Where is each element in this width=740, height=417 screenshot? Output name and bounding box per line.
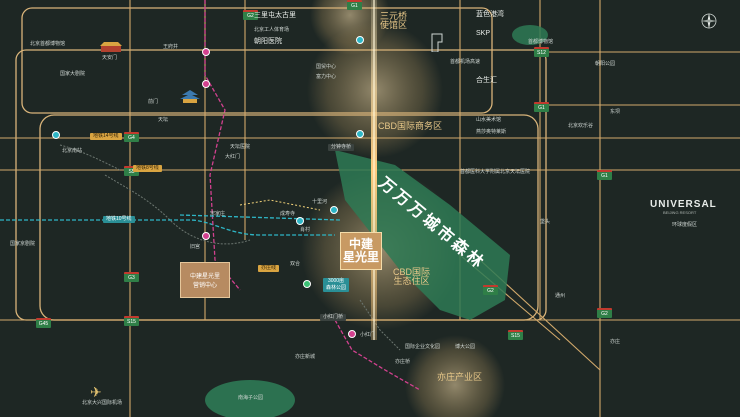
forest-park xyxy=(335,150,510,320)
station-label: 旧宫 xyxy=(190,244,201,250)
project-name: 中建 星光里 xyxy=(342,236,379,264)
place-label: 国家京剧院 xyxy=(10,241,36,247)
metro-station-pin xyxy=(356,36,364,44)
place-label: 蓝色港湾 xyxy=(476,11,504,18)
metro-line-8: 地铁8号线 xyxy=(133,165,162,172)
station-label: 亦庄桥 xyxy=(395,359,411,365)
cctv-tower-icon xyxy=(430,30,446,53)
place-label: 首都博物馆 xyxy=(528,39,554,45)
place-label: 北京首都博物馆 xyxy=(30,41,66,47)
highway-badge: S12 xyxy=(534,47,549,57)
metro-line-17: 亦庄线 xyxy=(258,265,280,272)
station-label: 十里河 xyxy=(312,199,328,205)
sales-center-marker[interactable]: 中建星光里 营销中心 xyxy=(180,262,230,298)
metro-line-14: 地铁14号线 xyxy=(90,133,122,140)
place-label: 双合 xyxy=(290,261,301,267)
yizhuang-glow xyxy=(405,335,505,417)
place-label: 天坛医院 xyxy=(230,144,251,150)
metro-station-pin xyxy=(330,206,338,214)
metro-station-pin xyxy=(296,217,304,225)
metro-station-pin xyxy=(202,80,210,88)
station-label: 小红门 xyxy=(360,332,376,338)
place-label: 朝阳公园 xyxy=(595,61,616,67)
place-label: 北京欢乐谷 xyxy=(568,123,594,129)
place-label: 合生汇 xyxy=(476,77,497,84)
place-label: 王府井 xyxy=(163,44,179,50)
place-label: 亦庄新城 xyxy=(295,354,316,360)
highway-badge: S5 xyxy=(124,166,139,176)
highway-badge: S15 xyxy=(124,316,139,326)
place-label: 三里屯太古里 xyxy=(254,12,296,19)
universal-sub: BEIJING RESORT xyxy=(663,210,697,215)
place-label: 东坝 xyxy=(610,109,621,115)
place-label: SKP xyxy=(476,30,491,37)
place-label: 南海子公园 xyxy=(238,395,264,401)
fenzhong-bridge: 分钟寺桥 xyxy=(328,144,355,151)
place-label: 北京大兴国际机场 xyxy=(82,400,123,406)
station-label: 宋家庄 xyxy=(210,211,226,217)
place-label: 国贸中心 xyxy=(316,64,337,70)
airplane-icon: ✈ xyxy=(90,384,102,400)
metro-station-pin xyxy=(202,48,210,56)
place-label: 天坛 xyxy=(158,117,169,123)
place-label: 天安门 xyxy=(102,55,118,61)
place-label: 前门 xyxy=(148,99,159,105)
place-label: 通州 xyxy=(555,293,566,299)
metro-station-pin xyxy=(356,130,364,138)
highway-badge: G4 xyxy=(124,132,139,142)
yizhuang-label: 亦庄产业区 xyxy=(437,372,483,382)
universal-park: 环球度假区 xyxy=(672,222,698,228)
metro-station-pin xyxy=(348,330,356,338)
park-tag: 3000亩 森林公园 xyxy=(323,278,350,292)
highway-badge: G2 xyxy=(483,285,498,295)
place-label: 北京南站 xyxy=(62,148,83,154)
temple-of-heaven-icon xyxy=(180,90,200,104)
place-label: 亦庄 xyxy=(610,339,621,345)
cbd-eco-label: CBD国际 生态住区 xyxy=(393,267,431,287)
highway-badge: G2 xyxy=(243,10,258,20)
compass-rose-icon xyxy=(700,12,718,30)
place-label: 山水美术馆 xyxy=(476,117,502,123)
highway-badge: G1 xyxy=(347,0,362,10)
place-label: 大红门 xyxy=(225,154,241,160)
metro-station-pin xyxy=(52,131,60,139)
sanyuanqiao-label: 三元桥 使馆区 xyxy=(380,11,408,31)
place-label: 燕莎奥特莱斯 xyxy=(476,129,507,135)
metro-station-pin xyxy=(303,280,311,288)
highway-badge: G1 xyxy=(597,170,612,180)
station-label: 肖村 xyxy=(300,227,311,233)
place-label: 朝阳医院 xyxy=(254,38,282,45)
place-label: 国际企业文化园 xyxy=(405,344,441,350)
place-label: 首都机场高速 xyxy=(450,59,481,65)
highway-badge: G45 xyxy=(36,318,51,328)
place-label: 垡头 xyxy=(540,219,551,225)
second-ring-road xyxy=(21,7,493,114)
universal-logo: UNIVERSAL xyxy=(650,199,717,210)
highway-badge: G1 xyxy=(534,102,549,112)
metro-station-pin xyxy=(202,232,210,240)
place-label: 国家大剧院 xyxy=(60,71,86,77)
metro-line-10: 地铁10号线 xyxy=(103,216,135,223)
highway-badge: S15 xyxy=(508,330,523,340)
tiananmen-icon xyxy=(98,40,124,52)
cbd-business-label: CBD国际商务区 xyxy=(378,121,443,131)
place-label: 博大公园 xyxy=(455,344,476,350)
nanhaizi-park xyxy=(205,380,295,417)
place-label: 首都医科大学附属北京天坛医院 xyxy=(460,169,531,175)
place-label: 北京工人体育场 xyxy=(254,27,290,33)
sales-center-label: 中建星光里 营销中心 xyxy=(189,274,220,289)
highway-badge: G2 xyxy=(597,308,612,318)
highway-badge: G3 xyxy=(124,272,139,282)
place-label: 富力中心 xyxy=(316,74,337,80)
xiaohongmen-bridge: 小红门桥 xyxy=(320,314,347,321)
project-marker[interactable]: 中建 星光里 xyxy=(340,232,382,270)
station-label: 成寿寺 xyxy=(280,211,296,217)
